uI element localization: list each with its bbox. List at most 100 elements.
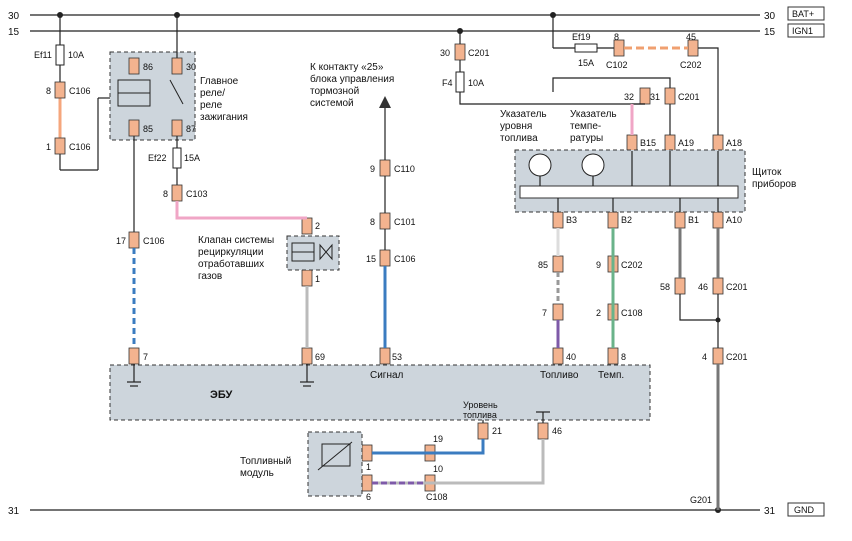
egr-valve: Клапан системы рециркуляции отработавших…: [198, 235, 340, 282]
pin-label: 69: [315, 352, 325, 362]
ef11-circuit: Ef11 10A: [34, 15, 110, 171]
pin-label: 2: [315, 221, 320, 231]
instrument-cluster: Указатель уровня топлива Указатель темпе…: [500, 109, 796, 213]
rail-30-left: 30: [8, 11, 20, 22]
pin-label: 21: [492, 426, 502, 436]
relay-label-4: зажигания: [200, 112, 248, 123]
conn-label: C103: [186, 189, 208, 199]
ign-label: IGN1: [792, 26, 813, 36]
pin-label: 40: [566, 352, 576, 362]
pin-label: 8: [621, 352, 626, 362]
pin-label: 1: [315, 274, 320, 284]
ecu-signal-label: Сигнал: [370, 370, 404, 381]
relay-label-3: реле: [200, 100, 223, 111]
rail-15-left: 15: [8, 27, 20, 38]
pin-label: A18: [726, 138, 742, 148]
pin-label: 8: [614, 32, 619, 42]
wires: F4 10A Ef19 15A: [132, 15, 721, 510]
rail-31-left: 31: [8, 506, 20, 517]
relay-pin-86: 86: [143, 62, 153, 72]
fuel-module-label: Топливный: [240, 456, 291, 467]
relay-label-2: реле/: [200, 88, 225, 99]
ecu-fuel-level-label: Уровень: [463, 400, 498, 410]
fuse-f4-amp: 10A: [468, 78, 484, 88]
conn-label: C201: [726, 282, 748, 292]
fuel-gauge-label: Указатель: [500, 109, 547, 120]
pin-label: 1: [46, 142, 51, 152]
pin-label: 31: [650, 92, 660, 102]
relay-pin-87: 87: [186, 124, 196, 134]
pin-label: B15: [640, 138, 656, 148]
conn-label: C202: [680, 60, 702, 70]
gnd-label: GND: [794, 505, 815, 515]
pin-label: 2: [596, 308, 601, 318]
pin-label: 1: [366, 462, 371, 472]
fuse-ef22-amp: 15A: [184, 153, 200, 163]
ecu-fuel-label: Топливо: [540, 370, 579, 381]
pin-label: 8: [370, 217, 375, 227]
conn-label: C101: [394, 217, 416, 227]
pin-label: A10: [726, 215, 742, 225]
pin-label: 85: [538, 260, 548, 270]
ecu-label: ЭБУ: [210, 389, 232, 401]
rail-15-right: 15: [764, 27, 776, 38]
pin-label: 46: [552, 426, 562, 436]
ground-g201-label: G201: [690, 495, 712, 505]
pin-label: 4: [702, 352, 707, 362]
pin-label: 9: [370, 164, 375, 174]
power-rails: 30 15 31 30 15 31 BAT+ IGN1 GND: [8, 6, 825, 517]
fuel-module-label: модуль: [240, 468, 274, 479]
fuse-ef11-amp: 10A: [68, 50, 84, 60]
conn-label: C201: [468, 48, 490, 58]
fuse-ef19-label: Ef19: [572, 32, 591, 42]
pin-label: B3: [566, 215, 577, 225]
note-line: системой: [310, 98, 354, 109]
pin-label: B1: [688, 215, 699, 225]
pin-label: 9: [596, 260, 601, 270]
temp-gauge-label: темпе-: [570, 121, 601, 132]
fuse-f4-label: F4: [442, 78, 453, 88]
rail-30-right: 30: [764, 11, 776, 22]
cluster-label: Щиток: [752, 167, 782, 178]
ecu: ЭБУ Сигнал Топливо Темп. Уровень топлива: [109, 364, 651, 423]
conn-label: C201: [726, 352, 748, 362]
pin-label: 17: [116, 236, 126, 246]
pin-label: 15: [366, 254, 376, 264]
fuse-ef19-amp: 15A: [578, 58, 594, 68]
relay-label-1: Главное: [200, 76, 239, 87]
pin-label: B2: [621, 215, 632, 225]
fuel-gauge-label: уровня: [500, 121, 532, 132]
relay-pin-30: 30: [186, 62, 196, 72]
egr-label-line: рециркуляции: [198, 247, 263, 258]
pin-label: 30: [440, 48, 450, 58]
egr-label-line: газов: [198, 271, 222, 282]
pin-label: 19: [433, 434, 443, 444]
conn-label: C202: [621, 260, 643, 270]
cluster-label: приборов: [752, 178, 796, 190]
fuse-ef11-label: Ef11: [34, 50, 52, 60]
egr-label-line: отработавших: [198, 258, 264, 270]
pin-label: 8: [163, 189, 168, 199]
pin-label: 45: [686, 32, 696, 42]
ecu-fuel-level-label: топлива: [463, 410, 497, 420]
conn-label: C106: [69, 142, 91, 152]
fuse-ef22-label: Ef22: [148, 153, 167, 163]
pin-label: 6: [366, 492, 371, 502]
fuel-gauge-label: топлива: [500, 133, 538, 144]
pin-label: 7: [542, 308, 547, 318]
conn-label: C110: [394, 164, 415, 174]
conn-label: C108: [621, 308, 643, 318]
pin-label: 8: [46, 86, 51, 96]
note-line: К контакту «25»: [310, 62, 384, 73]
conn-label: C106: [69, 86, 91, 96]
conn-label: C106: [394, 254, 416, 264]
conn-label: C108: [426, 492, 448, 502]
relay-pin-85: 85: [143, 124, 153, 134]
conn-label: C102: [606, 60, 628, 70]
note-line: блока управления: [310, 73, 394, 85]
pin-label: 10: [433, 464, 443, 474]
ecu-temp-label: Темп.: [598, 370, 624, 381]
temp-gauge-label: ратуры: [570, 133, 603, 144]
bat-label: BAT+: [792, 9, 814, 19]
